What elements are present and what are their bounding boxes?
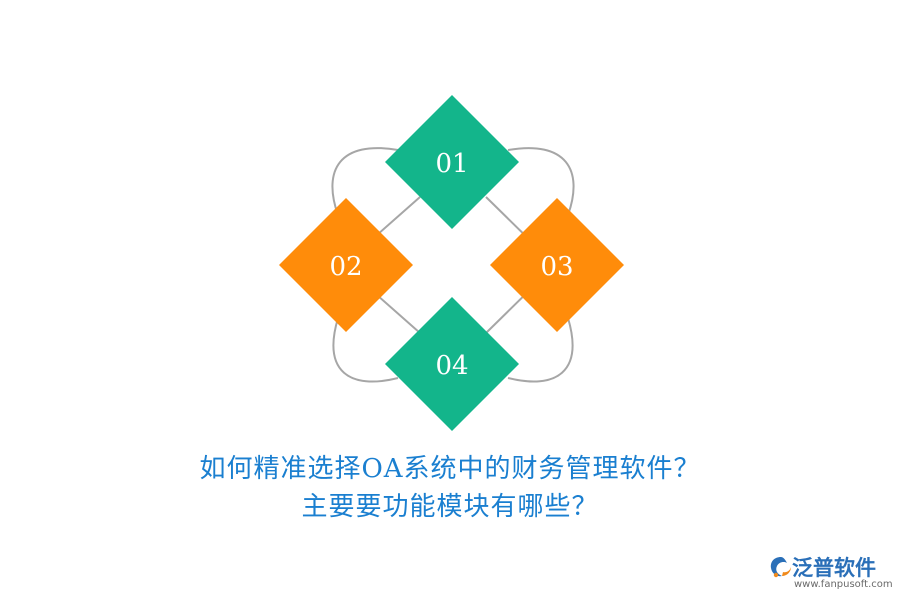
logo-name: 泛普软件 <box>792 556 876 580</box>
node-03: 03 <box>490 198 624 332</box>
title-line-2: 主要要功能模块有哪些？ <box>301 492 599 522</box>
node-label-02: 02 <box>329 252 362 282</box>
fanpu-logo-icon <box>770 557 791 578</box>
diamond-03 <box>490 198 624 332</box>
diamond-04 <box>385 297 519 431</box>
brand-logo: 泛普软件 www.fanpusoft.com <box>768 552 894 596</box>
connector-loops <box>331 147 575 383</box>
title-line-1: 如何精准选择OA系统中的财务管理软件？ <box>199 454 701 484</box>
diamond-02 <box>279 198 413 332</box>
inner-ring <box>359 196 541 334</box>
diamond-01 <box>385 95 519 229</box>
logo-url: www.fanpusoft.com <box>794 579 893 590</box>
four-node-diagram: 01 02 03 04 <box>279 95 624 431</box>
node-02: 02 <box>279 198 413 332</box>
node-04: 04 <box>385 297 519 431</box>
node-label-03: 03 <box>540 252 573 282</box>
node-label-04: 04 <box>435 351 468 381</box>
loop-bottom-left <box>332 317 399 383</box>
node-label-01: 01 <box>435 149 468 179</box>
loop-bottom-right <box>507 317 574 383</box>
loop-top-left <box>331 147 399 216</box>
node-01: 01 <box>385 95 519 229</box>
loop-top-right <box>507 147 575 216</box>
